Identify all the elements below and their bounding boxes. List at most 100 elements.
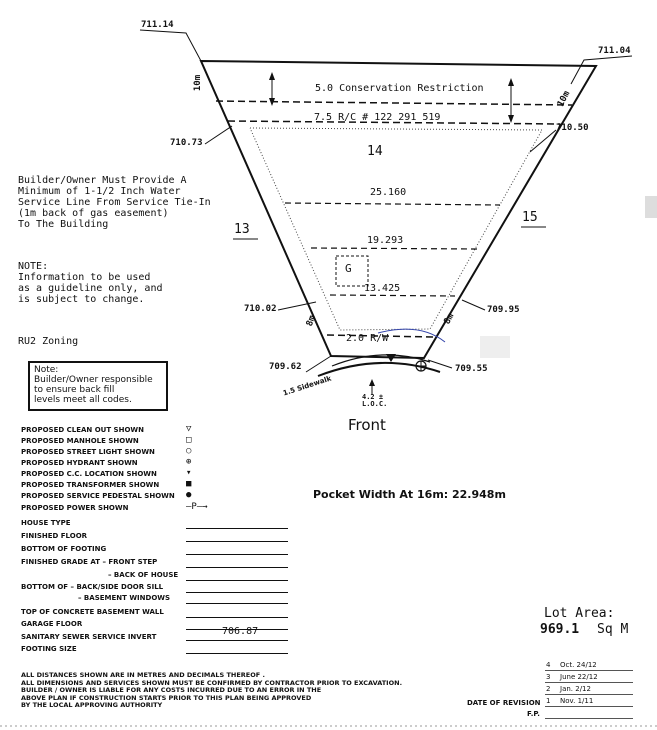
cc-location-marker [386,354,396,362]
footer-line: BUILDER / OWNER IS LIABLE FOR ANY COSTS … [21,686,322,694]
legend-label: PROPOSED TRANSFORMER SHOWN [21,481,160,489]
guideline-note: NOTE: Information to be used as a guidel… [18,261,163,305]
lot-area-label: Lot Area: [544,606,615,621]
field-label: SANITARY SEWER SERVICE INVERT [21,633,157,641]
backfill-note-box: Note: Builder/Owner responsible to ensur… [28,361,168,411]
building-envelope [249,127,543,331]
width-line-lower [329,294,456,297]
street-light-icon: ○ [186,446,192,456]
rc-label: 7.5 R/C # 122 291 519 [314,112,441,123]
field-value-line [186,580,288,581]
leader-bottom-right [427,359,453,369]
garage-label: G [345,262,352,275]
leader-right-upper [529,129,557,153]
field-label: – BASEMENT WINDOWS [78,594,171,602]
field-value-line [186,541,288,542]
legend-label: PROPOSED CLEAN OUT SHOWN [21,426,144,434]
field-value-line [186,640,288,641]
lot-right: 15 [522,210,538,225]
clean-out-icon: ▽ [186,424,192,434]
legend-label: PROPOSED MANHOLE SHOWN [21,437,139,445]
zoning-label: RU2 Zoning [18,336,79,347]
legend-label: PROPOSED HYDRANT SHOWN [21,459,138,467]
backfill-note-text: Note: Builder/Owner responsible to ensur… [34,365,153,405]
revision-date: Oct. 24/12 [560,661,597,669]
width-lower: 13.425 [364,283,401,294]
field-value-line [186,554,288,555]
footer-line: ABOVE PLAN IF CONSTRUCTION STARTS PRIOR … [21,693,312,702]
leader-top-left [139,29,202,62]
leader-top-right [570,55,633,85]
legend-label: PROPOSED C.C. LOCATION SHOWN [21,470,157,478]
lot-number: 14 [367,144,383,159]
footer-disclaimer: ALL DISTANCES SHOWN ARE IN METRES AND DE… [21,671,403,710]
leader-left-lower [277,301,317,311]
legend-label: PROPOSED POWER SHOWN [21,504,129,512]
rw-line [326,334,434,338]
arrow-head [269,98,275,106]
leader-bottom-left [305,355,332,373]
field-label: – BACK OF HOUSE [108,571,179,579]
revision-num: 2 [546,685,551,693]
arrow-head [369,379,375,386]
revision-num: 3 [546,673,551,681]
scan-artifact [480,336,510,358]
elevation-left-lower: 710.02 [244,304,277,314]
sewer-invert-value: 706.87 [222,626,259,637]
service-pedestal-icon: ● [186,490,192,500]
width-line-upper [284,202,501,206]
field-label: FINISHED FLOOR [21,532,88,540]
lot-area-value: 969.1 [540,622,580,637]
setback-left: 10m [193,74,204,92]
sidewalk-arc-outer [317,361,441,377]
legend-label: PROPOSED SERVICE PEDESTAL SHOWN [21,492,175,500]
field-label: HOUSE TYPE [21,519,71,527]
builder-service-note: Builder/Owner Must Provide A Minimum of … [18,175,211,230]
revision-date: June 22/12 [560,673,598,681]
revision-num: 1 [546,697,551,705]
field-value-line [186,653,288,654]
elevation-bottom-left: 709.62 [269,362,302,372]
field-label: FINISHED GRADE AT – FRONT STEP [21,558,158,566]
elevation-bottom-right: 709.55 [455,364,488,374]
field-label: GARAGE FLOOR [21,620,83,628]
power-icon: –P–→ [186,502,208,512]
field-label: BOTTOM OF FOOTING [21,545,107,553]
arrow-head [508,78,514,86]
elevation-left-upper: 710.73 [170,138,203,148]
revision-line [545,682,633,683]
footer-line: ALL DIMENSIONS AND SERVICES SHOWN MUST B… [21,678,403,687]
elevation-top-left: 711.14 [141,20,174,30]
leader-left-upper [204,125,233,145]
conservation-label: 5.0 Conservation Restriction [315,83,484,94]
revision-date: Jan. 2/12 [560,685,591,693]
loc-label: L.O.C. [362,400,388,408]
width-upper: 25.160 [370,187,407,198]
field-label: TOP OF CONCRETE BASEMENT WALL [21,608,164,616]
revision-line [545,694,633,695]
conservation-line [215,100,573,106]
field-label: FOOTING SIZE [21,645,77,653]
width-mid: 19.293 [367,235,404,246]
field-value-line [186,528,288,529]
front-label: Front [348,416,386,434]
rc-line [227,120,561,125]
field-value-line [186,603,288,604]
field-value-line [186,592,288,593]
field-label: BOTTOM OF – BACK/SIDE DOOR SILL [21,583,164,591]
cc-location-icon: ▾ [186,468,192,478]
garage-box [335,255,369,287]
footer-line: BY THE LOCAL APPROVING AUTHORITY [21,701,163,709]
lot-boundary [199,59,598,360]
revision-date: Nov. 1/11 [560,697,594,705]
pocket-width: Pocket Width At 16m: 22.948m [313,488,506,501]
revision-line [545,706,633,707]
date-of-revision-label: DATE OF REVISION [467,699,541,707]
revision-line [545,670,633,671]
elevation-right-lower: 709.95 [487,305,520,315]
width-line-mid [310,247,478,250]
fp-label: F.P. [527,710,540,718]
lot-area-unit: Sq M [597,622,629,637]
arrow-head [269,72,275,80]
